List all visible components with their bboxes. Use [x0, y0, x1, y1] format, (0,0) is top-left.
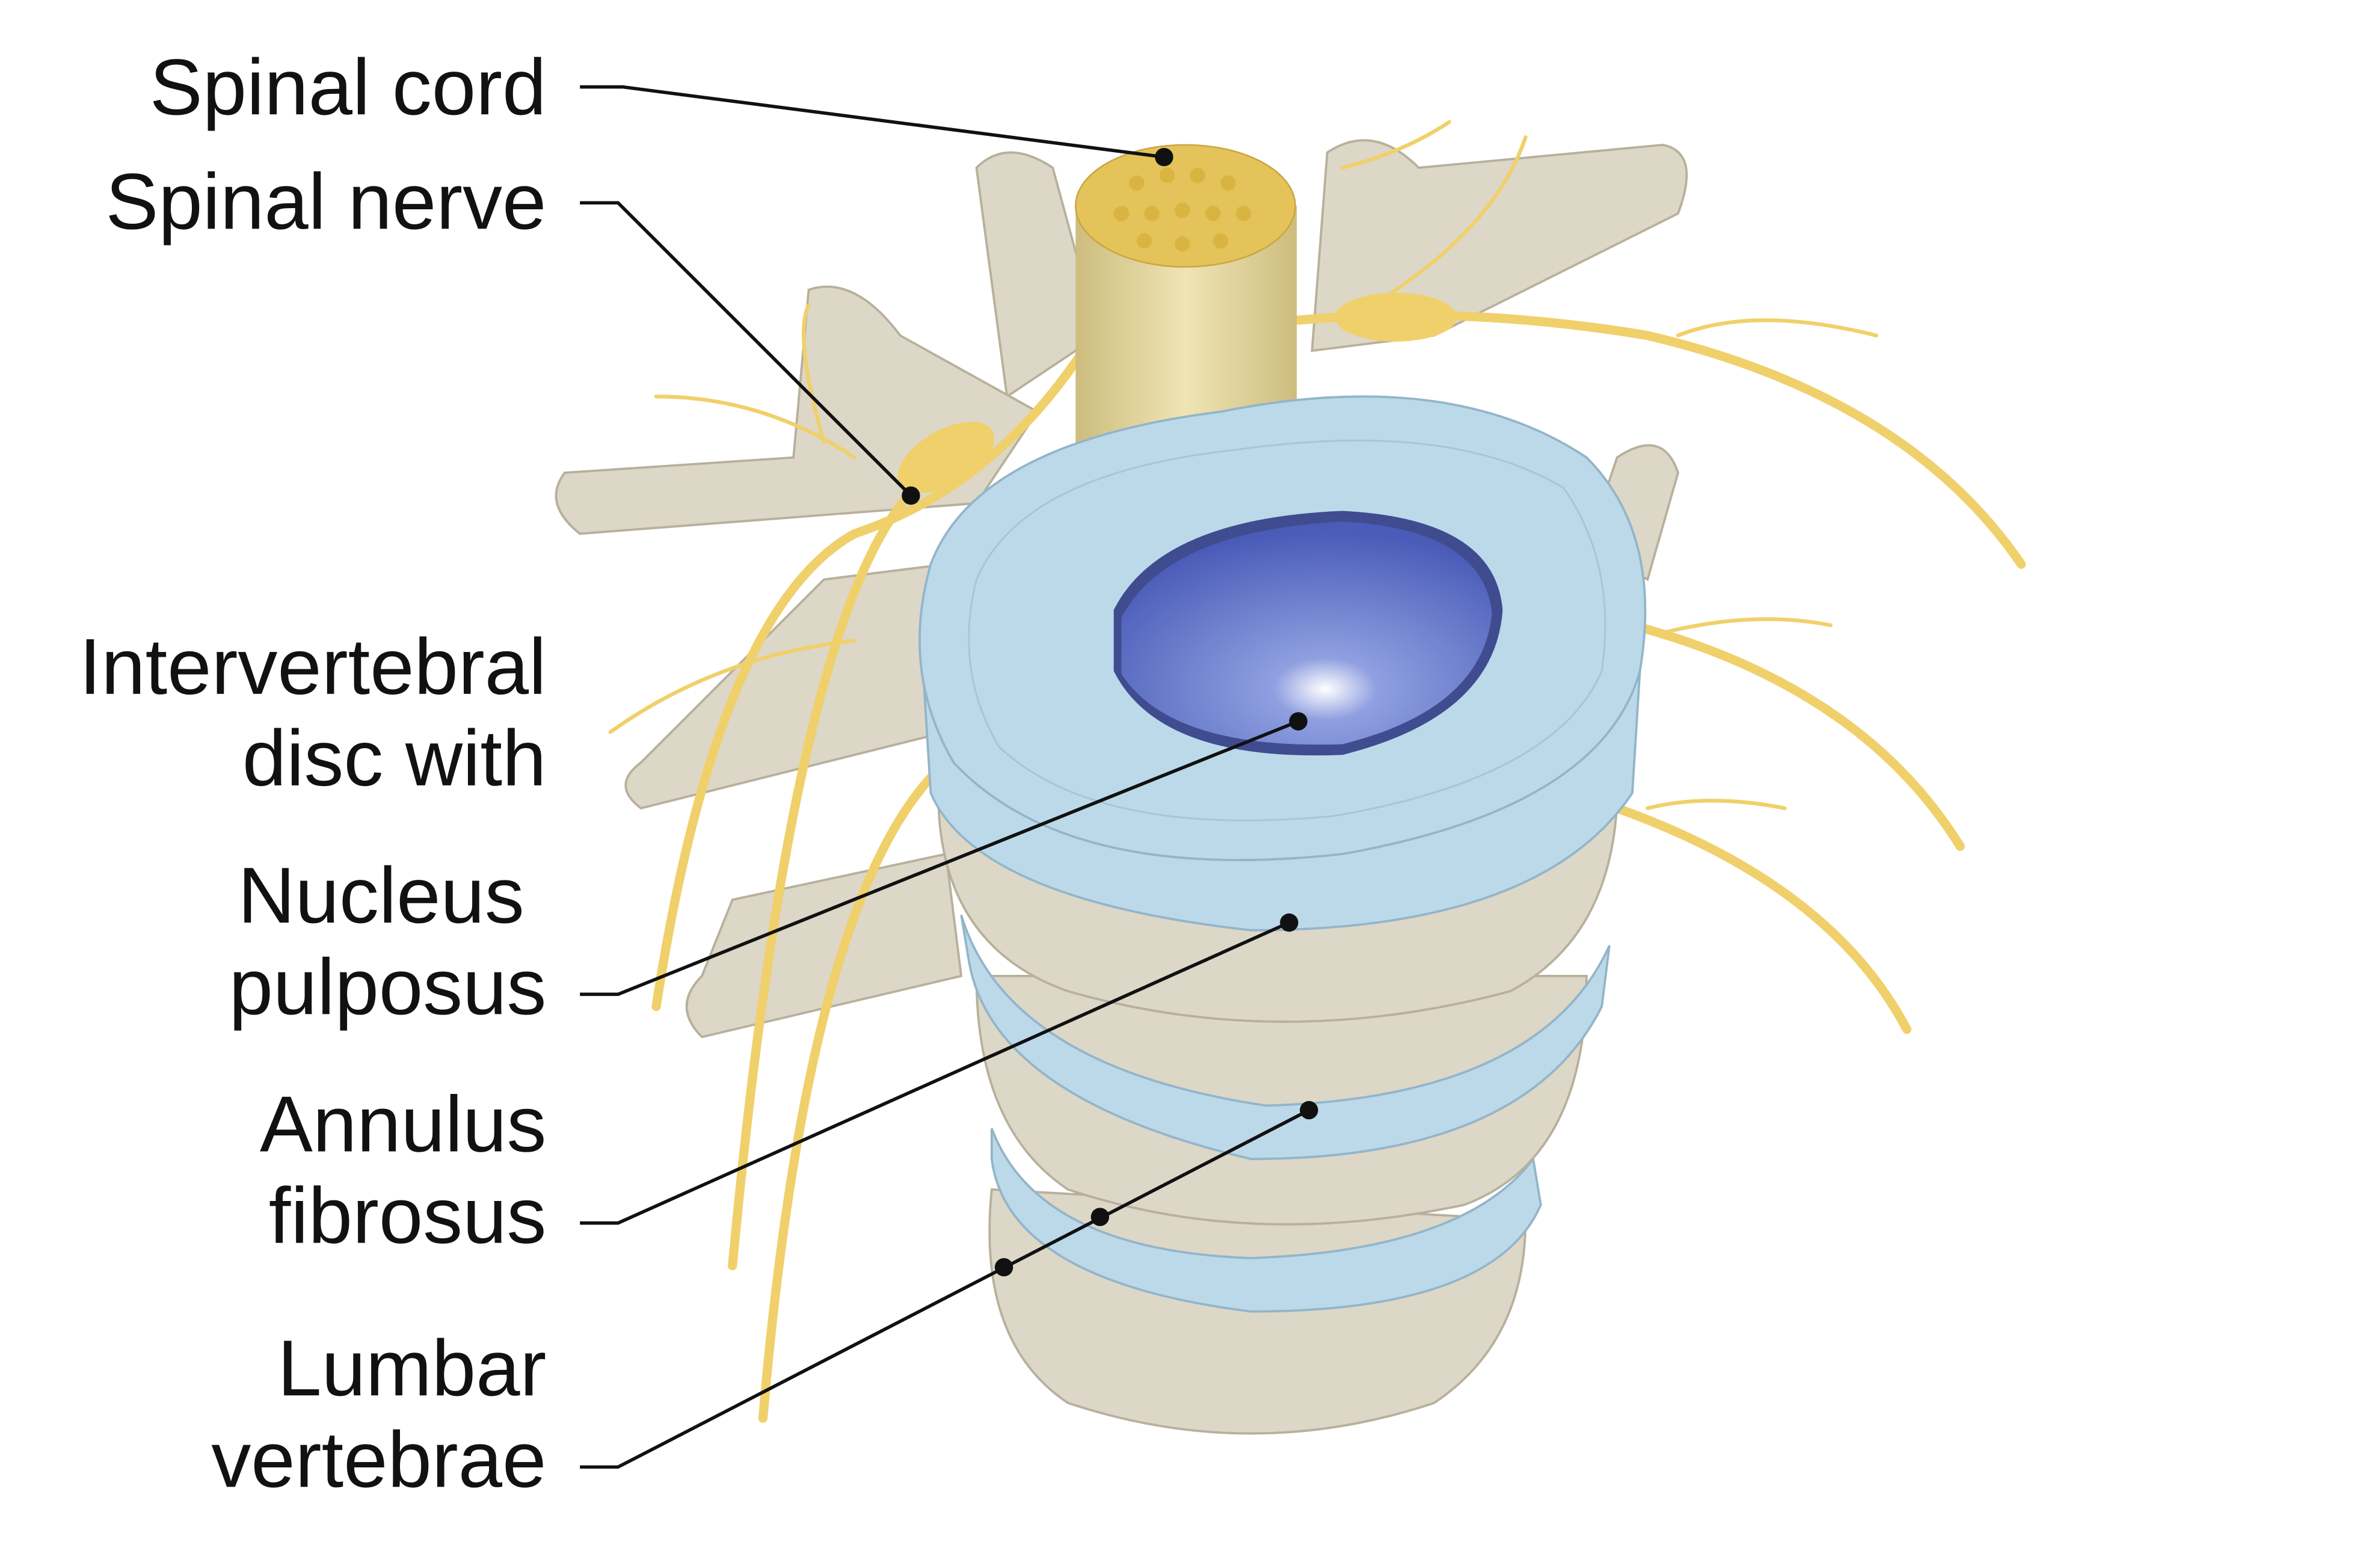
left-spinal-nerve-upper: [651, 346, 1088, 1012]
labels: Spinal cord Spinal nerve Intervertebral …: [79, 43, 547, 1503]
left-inferior-process: [685, 852, 963, 1039]
pointer-dot-lumbar-2: [1090, 1208, 1110, 1226]
leader-lumbar: [580, 1108, 1310, 1469]
vertebra-middle: [975, 974, 1588, 1226]
pointer-dot-spinal-nerve: [902, 486, 920, 505]
pointer-dot-annulus: [1280, 913, 1299, 932]
pointer-dot-nucleus: [1289, 712, 1308, 731]
pointer-dot-lumbar-1: [1300, 1101, 1318, 1120]
leader-lines: [580, 85, 1318, 1469]
label-annulus-line2: fibrosus: [269, 1172, 547, 1260]
left-ganglion: [897, 422, 994, 494]
label-disc-line1: Intervertebral: [79, 622, 547, 711]
nucleus-pulposus: [1121, 521, 1492, 745]
left-spinal-nerve-lower: [758, 758, 951, 1423]
label-nucleus-line2: pulposus: [229, 942, 547, 1031]
right-spinal-nerve-lower: [1612, 803, 1911, 1034]
label-spinal-nerve: Spinal nerve: [105, 157, 546, 245]
leader-spinal-nerve: [580, 201, 912, 497]
leader-nucleus: [580, 719, 1299, 997]
nerve-fibers: [1113, 167, 1251, 252]
left-transverse-process-lower: [624, 563, 947, 810]
left-transverse-process: [555, 285, 1039, 535]
spinal-nerves: [608, 120, 2026, 1423]
leader-annulus: [580, 921, 1290, 1225]
leader-spinal-cord: [580, 85, 1164, 159]
spinous-process: [975, 151, 1100, 399]
nerve-branches: [608, 120, 1878, 811]
left-spinal-nerve-mid: [728, 483, 920, 1271]
right-spinal-nerve-mid: [1628, 621, 1965, 851]
disc-middle: [960, 914, 1611, 1161]
pointer-dot-lumbar-3: [994, 1258, 1013, 1277]
label-lumbar-line2: vertebrae: [211, 1415, 546, 1503]
right-ganglion: [1335, 292, 1457, 342]
label-lumbar-line1: Lumbar: [277, 1324, 546, 1412]
pointer-dot-spinal-cord: [1155, 147, 1173, 167]
annulus-ring: [968, 439, 1607, 821]
intervertebral-disc: [918, 395, 1647, 932]
label-annulus-line1: Annulus: [260, 1079, 546, 1168]
label-nucleus-line1: Nucleus: [238, 851, 546, 939]
label-spinal-cord: Spinal cord: [150, 43, 547, 131]
label-disc-line2: disc with: [242, 714, 547, 802]
